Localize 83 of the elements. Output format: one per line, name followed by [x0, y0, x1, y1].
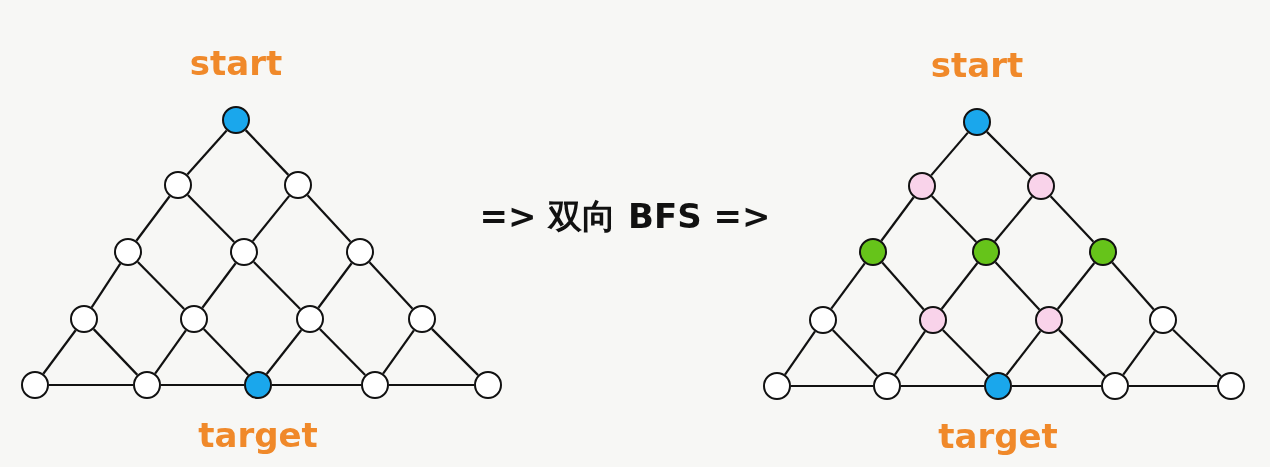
connector-line — [42, 329, 77, 375]
connector-line — [135, 195, 171, 242]
connector-line — [942, 329, 989, 377]
connector-line — [389, 383, 474, 387]
graph-node — [284, 171, 312, 199]
connector-line — [317, 262, 353, 309]
connector-line — [161, 383, 244, 387]
connector-line — [881, 261, 925, 311]
connector-line — [202, 328, 250, 376]
graph-node — [114, 238, 142, 266]
graph-node — [1149, 306, 1177, 334]
graph-node — [361, 371, 389, 399]
connector-line — [272, 383, 361, 387]
connector-line — [1056, 262, 1096, 310]
connector-line — [253, 261, 301, 310]
connector-line — [382, 329, 415, 375]
connector-line — [49, 383, 133, 387]
node-caption: start — [189, 46, 283, 80]
graph-node — [873, 372, 901, 400]
connector-line — [244, 129, 290, 176]
transition-label: => 双向 BFS => — [479, 199, 771, 233]
connector-line — [930, 131, 969, 177]
connector-line — [784, 330, 816, 376]
graph-node — [180, 305, 208, 333]
graph-node — [346, 238, 374, 266]
graph-node — [972, 238, 1000, 266]
graph-node — [70, 305, 98, 333]
graph-node — [763, 372, 791, 400]
connector-line — [306, 194, 352, 243]
node-caption: start — [930, 48, 1024, 82]
connector-line — [90, 263, 122, 308]
connector-line — [154, 329, 187, 375]
connector-line — [1111, 261, 1155, 311]
connector-line — [831, 329, 879, 377]
node-caption: target — [938, 419, 1058, 453]
connector-line — [1049, 195, 1095, 243]
graph-node — [1089, 238, 1117, 266]
connector-line — [830, 262, 866, 310]
connector-line — [1172, 328, 1222, 378]
connector-line — [880, 196, 915, 242]
connector-line — [1058, 329, 1106, 377]
connector-line — [994, 261, 1041, 311]
graph-node — [222, 106, 250, 134]
connector-line — [1012, 384, 1101, 388]
connector-line — [940, 262, 979, 310]
graph-node — [1101, 372, 1129, 400]
connector-line — [994, 196, 1033, 242]
connector-line — [901, 384, 984, 388]
connector-line — [1005, 330, 1042, 376]
connector-line — [187, 194, 235, 243]
connector-line — [319, 328, 366, 376]
connector-line — [201, 262, 237, 309]
graph-node — [474, 371, 502, 399]
connector-line — [431, 328, 479, 376]
graph-node — [919, 306, 947, 334]
graph-node — [859, 238, 887, 266]
connector-line — [265, 329, 303, 375]
connector-line — [791, 384, 873, 388]
graph-node — [230, 238, 258, 266]
node-caption: target — [198, 418, 318, 452]
graph-node — [164, 171, 192, 199]
graph-node — [21, 371, 49, 399]
connector-line — [368, 261, 414, 310]
connector-line — [251, 195, 291, 242]
graph-node — [963, 108, 991, 136]
graph-node — [244, 371, 272, 399]
connector-line — [1122, 330, 1156, 376]
graph-node — [809, 306, 837, 334]
graph-node — [133, 371, 161, 399]
graph-node — [1035, 306, 1063, 334]
graph-node — [408, 305, 436, 333]
graph-node — [296, 305, 324, 333]
connector-line — [894, 330, 926, 376]
graph-node — [908, 172, 936, 200]
graph-node — [984, 372, 1012, 400]
connector-line — [986, 131, 1032, 177]
connector-line — [1129, 384, 1217, 388]
connector-line — [930, 195, 978, 243]
connector-line — [92, 328, 139, 376]
graph-node — [1027, 172, 1055, 200]
connector-line — [137, 261, 185, 310]
connector-line — [186, 129, 228, 176]
graph-node — [1217, 372, 1245, 400]
